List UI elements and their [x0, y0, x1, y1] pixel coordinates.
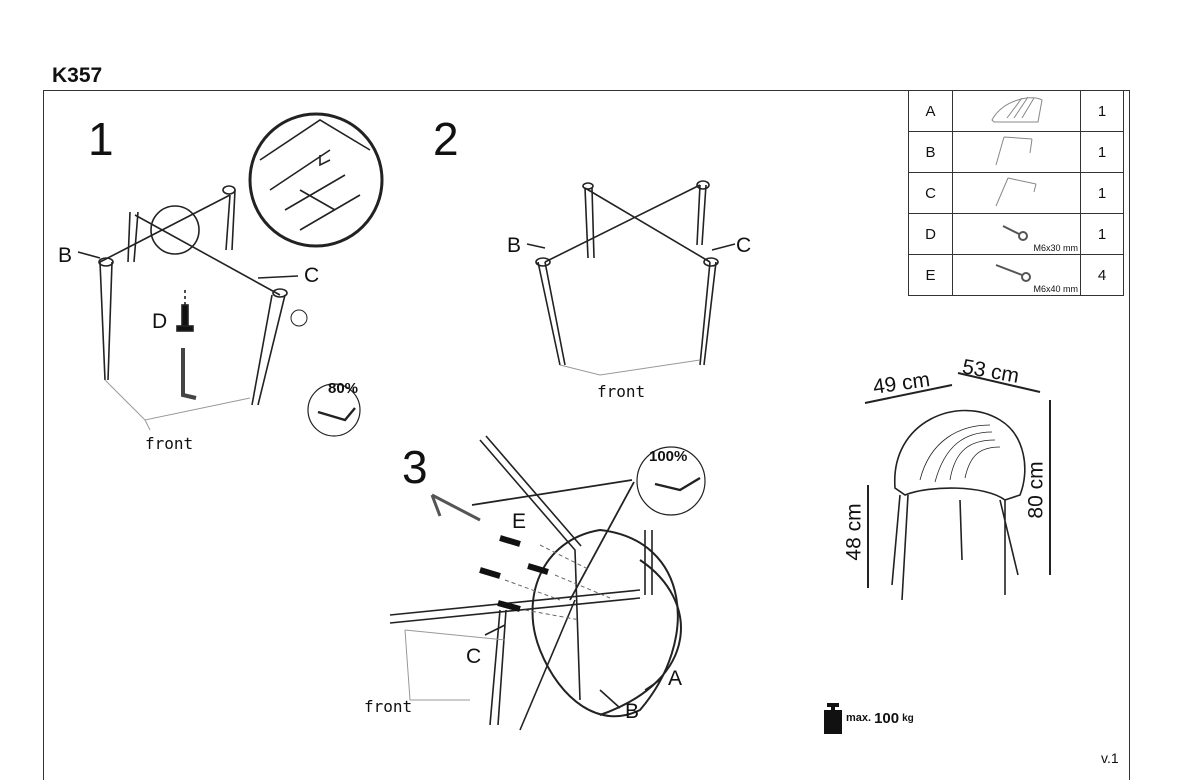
step-1-number: 1 [88, 113, 114, 165]
step1-label-c: C [304, 264, 320, 287]
step1-label-d: D [152, 310, 168, 333]
bolt-icon: M6x40 mm [952, 254, 1081, 296]
bolt-e-icons [479, 535, 549, 612]
step3-tighten-100: 100% [649, 448, 688, 465]
step1-front-label: front [145, 434, 194, 453]
dim-seat-height: 48 cm [842, 503, 866, 561]
version-label: v.1 [1101, 750, 1119, 766]
weight-icon [824, 703, 842, 734]
tighten-100-callout [636, 446, 706, 516]
step2-label-c: C [736, 234, 752, 257]
seat-icon [952, 90, 1081, 132]
step3-label-b: B [625, 700, 640, 723]
step1-label-b: B [58, 244, 73, 267]
product-code: K357 [52, 64, 103, 87]
step3-label-a: A [668, 667, 683, 690]
chair-dimension-drawing [864, 372, 1051, 601]
dim-height: 80 cm [1024, 461, 1048, 519]
leg-frame-icon [952, 172, 1081, 214]
step3-label-e: E [512, 510, 527, 533]
step2-leg-frame-drawing [526, 180, 736, 376]
step3-front-label: front [364, 697, 413, 716]
max-load: max. 100 kg [823, 701, 914, 735]
step3-label-c: C [466, 645, 482, 668]
instruction-frame [43, 90, 1130, 780]
step3-assembly-drawing [389, 435, 706, 731]
step2-front-label: front [597, 382, 646, 401]
bolt-icon: M6x30 mm [952, 213, 1081, 255]
step1-leg-frame-drawing [98, 185, 288, 431]
step-2-number: 2 [433, 113, 459, 165]
tighten-80-callout [307, 383, 361, 437]
step1-tighten-80: 80% [328, 380, 359, 397]
step-3-number: 3 [402, 441, 428, 493]
step2-label-b: B [507, 234, 522, 257]
step1-detail-callout [77, 112, 384, 279]
leg-frame-icon [952, 131, 1081, 173]
